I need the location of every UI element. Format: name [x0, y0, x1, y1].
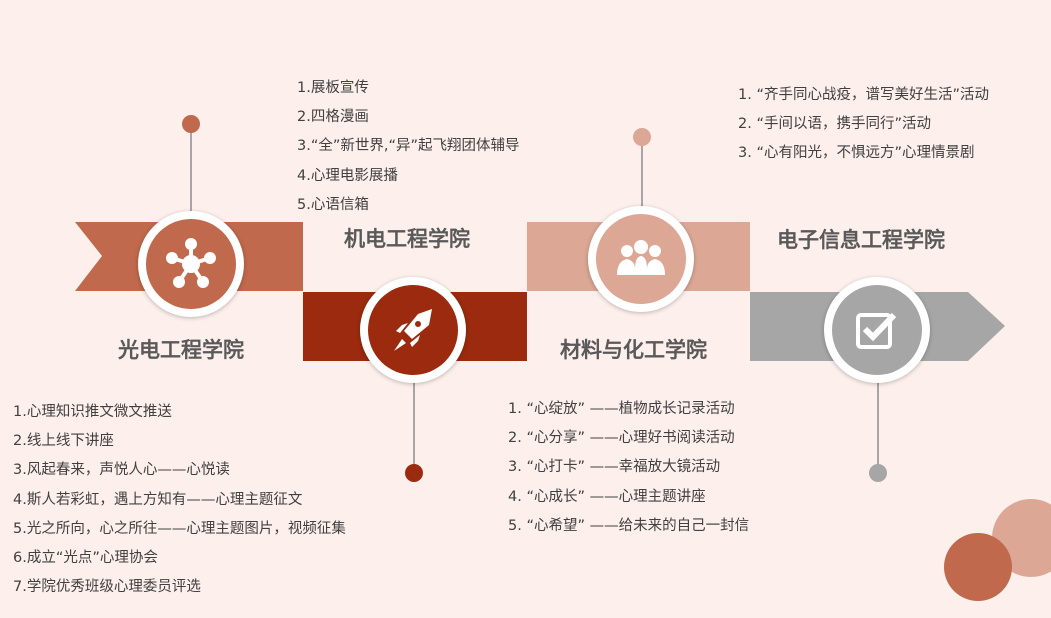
- connector-line: [413, 380, 415, 473]
- network-icon: [166, 238, 216, 288]
- rocket-icon: [394, 309, 432, 351]
- connector-line: [877, 380, 879, 473]
- list-item: 1. “齐手同心战疫，谱写美好生活”活动: [738, 87, 989, 103]
- list-item: 2. “心分享” ——心理好书阅读活动: [508, 430, 735, 447]
- list-item: 6.成立“光点”心理协会: [13, 550, 158, 567]
- list-item: 5.光之所向，心之所往——心理主题图片，视频征集: [13, 520, 346, 537]
- stage-3-title: 材料与化工学院: [560, 338, 707, 362]
- list-item: 2.线上线下讲座: [13, 433, 114, 450]
- pin-dot: [633, 128, 651, 146]
- stage-1-activities: 1.心理知识推文微文推送 2.线上线下讲座 3.风起春来，声悦人心——心悦读 4…: [13, 398, 346, 602]
- list-item: 4. “心成长” ——心理主题讲座: [508, 488, 706, 505]
- list-item: 5.心语信箱: [297, 196, 369, 213]
- list-item: 3. “心打卡” ——幸福放大镜活动: [508, 459, 721, 476]
- list-item: 2.四格漫画: [297, 109, 369, 126]
- connector-line: [190, 124, 192, 214]
- checkbox-icon: [856, 312, 897, 349]
- list-item: 5. “心希望” ——给未来的自己一封信: [508, 517, 750, 534]
- list-item: 7.学院优秀班级心理委员评选: [13, 579, 201, 596]
- decorative-circle: [944, 533, 1012, 601]
- stage-3-badge: [588, 206, 694, 312]
- list-item: 3. “心有阳光，不惧远方”心理情景剧: [738, 145, 975, 162]
- pin-dot: [869, 464, 887, 482]
- stage-4-badge: [824, 277, 930, 383]
- stage-2-title: 机电工程学院: [344, 227, 470, 251]
- list-item: 1.展板宣传: [297, 80, 369, 96]
- stage-1-badge: [138, 211, 244, 317]
- list-item: 3.“全”新世界,“异”起飞翔团体辅导: [297, 138, 520, 155]
- list-item: 1. “心绽放” ——植物成长记录活动: [508, 401, 735, 417]
- stage-2-activities: 1.展板宣传 2.四格漫画 3.“全”新世界,“异”起飞翔团体辅导 4.心理电影…: [297, 74, 520, 220]
- list-item: 2. “手间以语，携手同行”活动: [738, 116, 931, 133]
- list-item: 3.风起春来，声悦人心——心悦读: [13, 462, 230, 479]
- stage-3-activities: 1. “心绽放” ——植物成长记录活动 2. “心分享” ——心理好书阅读活动 …: [508, 395, 749, 541]
- connector-line: [641, 137, 643, 212]
- pin-dot: [182, 115, 200, 133]
- pin-dot: [405, 464, 423, 482]
- stage-2-badge: [360, 277, 466, 383]
- stage-4-title: 电子信息工程学院: [777, 228, 945, 252]
- list-item: 4.心理电影展播: [297, 167, 398, 184]
- list-item: 4.斯人若彩虹，遇上方知有——心理主题征文: [13, 491, 303, 508]
- stage-4-activities: 1. “齐手同心战疫，谱写美好生活”活动 2. “手间以语，携手同行”活动 3.…: [738, 81, 989, 169]
- list-item: 1.心理知识推文微文推送: [13, 404, 172, 420]
- stage-1-title: 光电工程学院: [118, 338, 244, 362]
- team-icon: [617, 240, 665, 275]
